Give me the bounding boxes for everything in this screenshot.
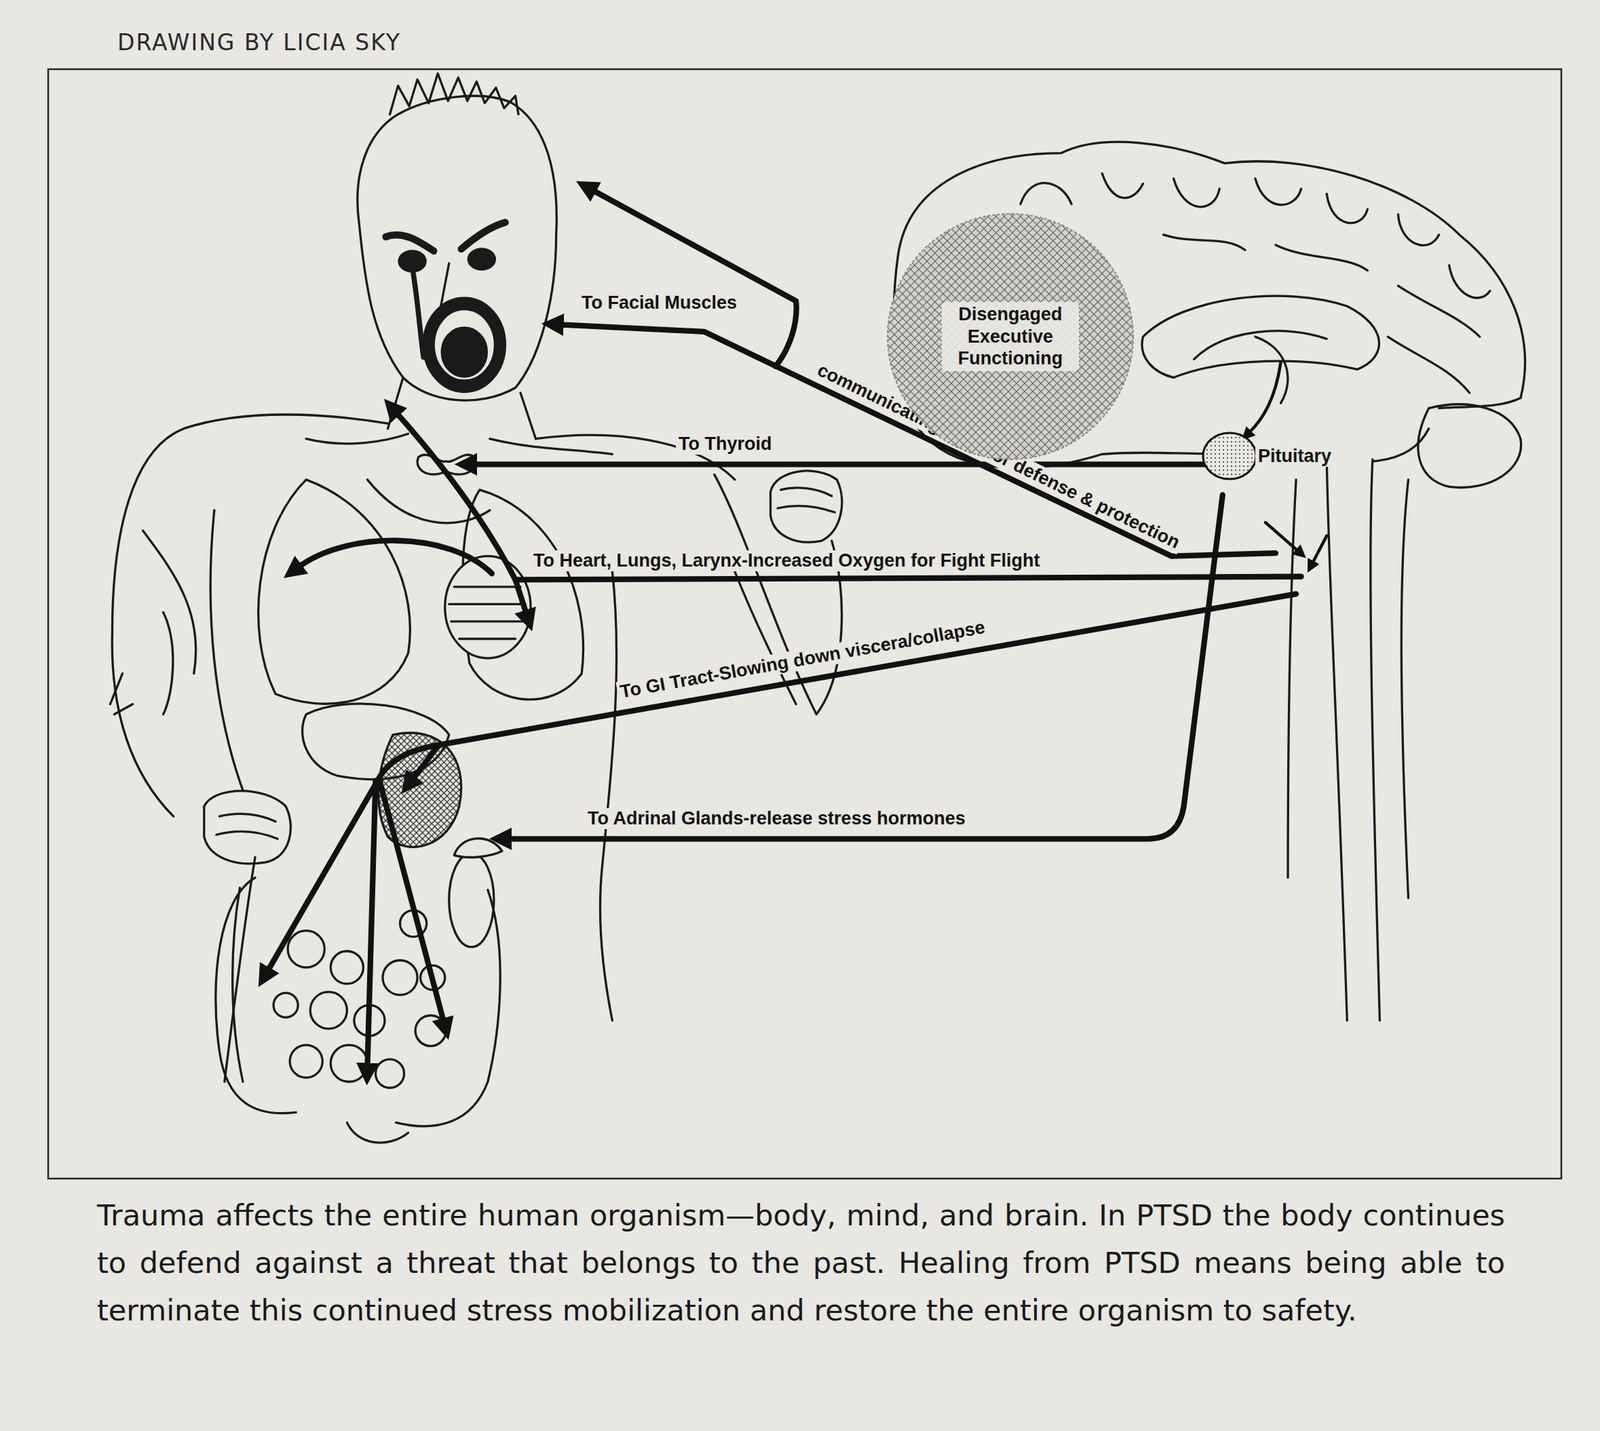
pathway-arrows (267, 189, 1327, 1068)
arrow-label: To Thyroid (675, 433, 775, 455)
credit-text: DRAWING BY LICIA SKY (117, 29, 402, 56)
arrow-label: To Heart, Lungs, Larynx-Increased Oxygen… (530, 550, 1043, 572)
arrow-label: To Facial Muscles (578, 292, 740, 314)
gland-outline (1203, 432, 1256, 480)
gland-label: Pituitary (1255, 445, 1335, 467)
hatched-outline (887, 213, 1134, 460)
drawing-frame (48, 69, 1562, 1179)
arrow-label: To GI Tract-Slowing down viscera/collaps… (616, 616, 990, 703)
hatched-region: Disengaged Executive Functioning (886, 212, 1135, 461)
figure-caption: Trauma affects the entire human organism… (97, 1191, 1506, 1335)
pituitary-gland (1201, 427, 1259, 485)
region-label: Disengaged Executive Functioning (941, 301, 1079, 371)
screaming-figure (109, 73, 842, 1143)
gland-node: Pituitary (1201, 427, 1335, 485)
arrow-label: To Adrinal Glands-release stress hormone… (584, 808, 969, 830)
